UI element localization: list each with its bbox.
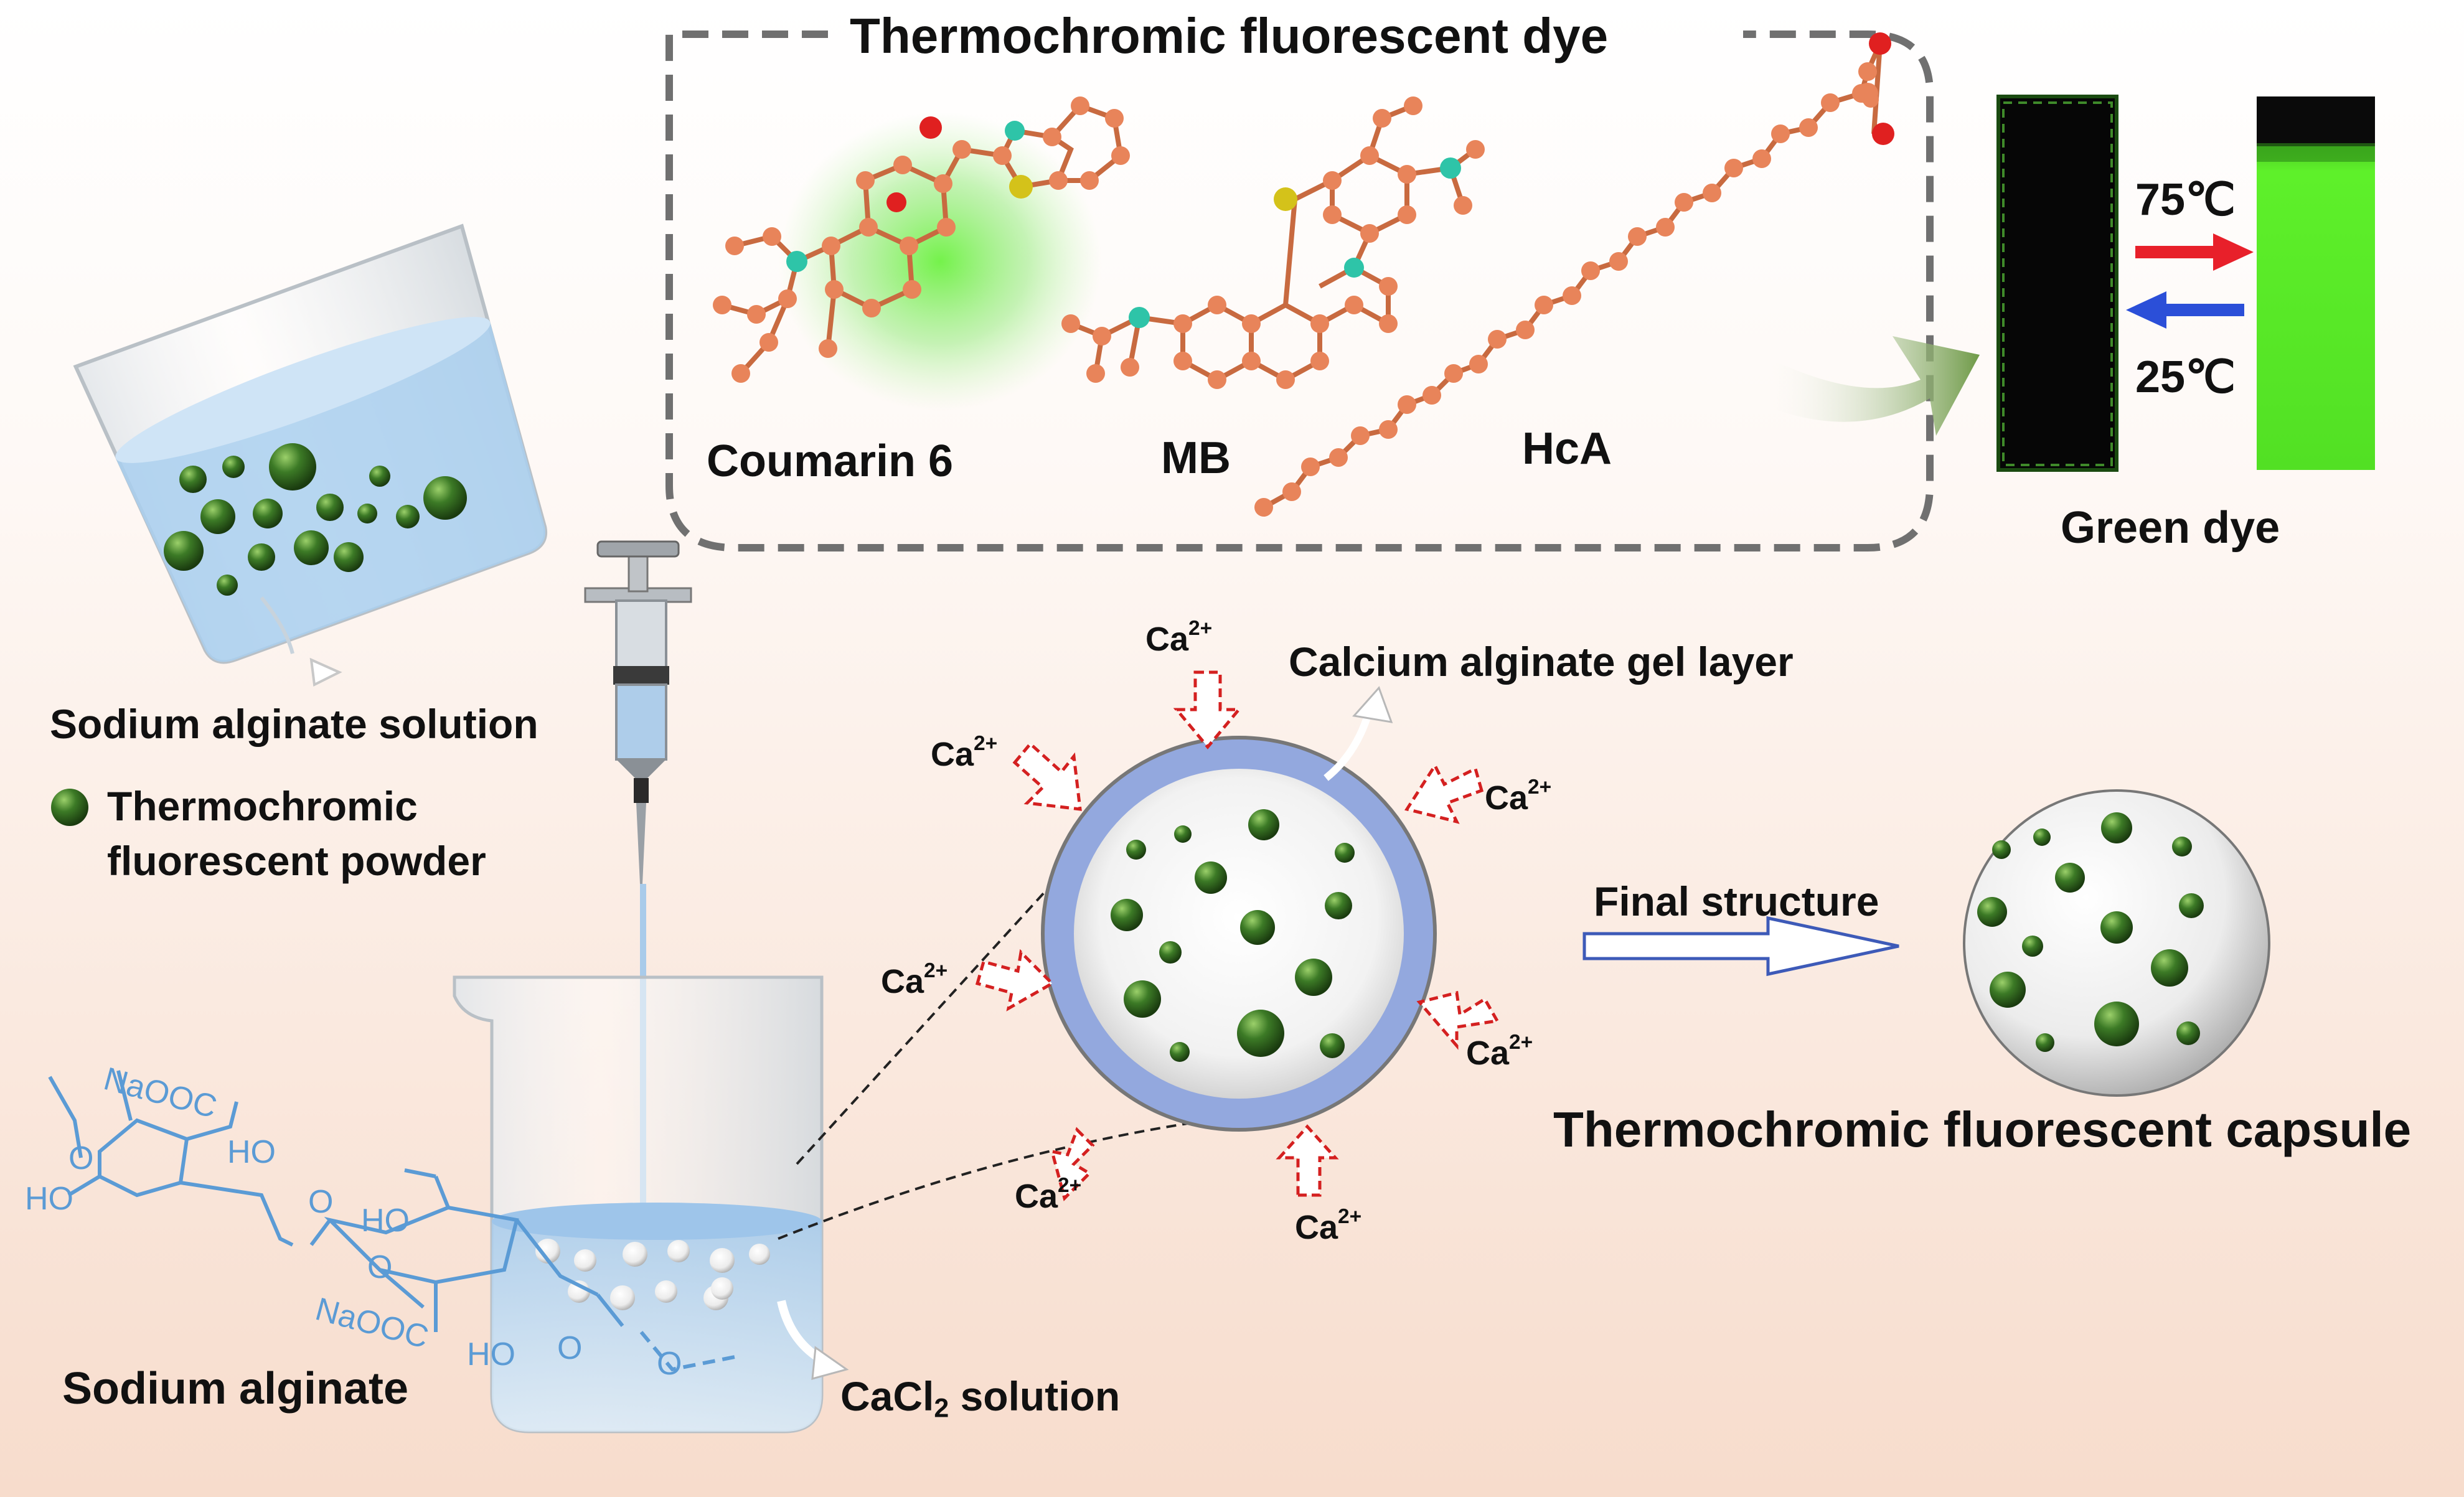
- vials-caption: Green dye: [2061, 503, 2280, 553]
- dye-box-title: Thermochromic fluorescent dye: [850, 8, 1609, 63]
- alginate-structure: [48, 1070, 735, 1372]
- syringe-icon: [584, 540, 692, 884]
- molecule-label-coumarin6: Coumarin 6: [707, 436, 954, 486]
- ca-ion-label: Ca2+: [1466, 1030, 1533, 1072]
- alginate-group: HO: [467, 1336, 515, 1373]
- alginate-group: HO: [361, 1203, 410, 1239]
- alginate-group: O: [557, 1330, 583, 1366]
- temp-cold-label: 25℃: [2135, 352, 2236, 402]
- legend-bead-icon: [51, 789, 88, 826]
- alginate-group: O: [367, 1249, 393, 1285]
- alginate-group: HO: [25, 1181, 73, 1217]
- final-structure-arrow: [1582, 916, 1899, 977]
- ca-ion-label: Ca2+: [1015, 1173, 1082, 1215]
- alginate-group: O: [68, 1140, 94, 1176]
- alginate-name: Sodium alginate: [62, 1364, 409, 1414]
- final-structure-label: Final structure: [1594, 878, 1879, 924]
- vial-cold: [1996, 95, 2118, 472]
- legend-powder-line1: Thermochromic: [107, 783, 418, 829]
- ca-ion-label: Ca2+: [1485, 775, 1552, 817]
- molecule-label-hca: HcA: [1522, 424, 1612, 474]
- capsule-cross-section: [1041, 736, 1437, 1132]
- final-capsule-icon: [1963, 789, 2270, 1097]
- legend-powder-line2: fluorescent powder: [107, 838, 486, 884]
- ca-ion-label: Ca2+: [931, 731, 998, 773]
- bottom-beaker: [453, 975, 824, 1434]
- alginate-group: O: [308, 1184, 334, 1220]
- ca-ion-label: Ca2+: [1145, 616, 1213, 658]
- powder-beads-pouring: [164, 443, 467, 596]
- gel-layer-label: Calcium alginate gel layer: [1289, 639, 1794, 685]
- hca-molecule: [1254, 32, 1894, 517]
- temp-hot-label: 75℃: [2135, 175, 2236, 225]
- ca-ion-label: Ca2+: [1295, 1204, 1362, 1246]
- alginate-group: O: [657, 1346, 682, 1382]
- final-capsule-label: Thermochromic fluorescent capsule: [1553, 1102, 2412, 1157]
- alginate-group: HO: [227, 1134, 276, 1170]
- cacl2-label: CaCl2 solution: [840, 1373, 1121, 1424]
- molecule-label-mb: MB: [1161, 433, 1231, 483]
- legend-solution: Sodium alginate solution: [50, 701, 538, 747]
- ca-ion-label: Ca2+: [881, 959, 948, 1000]
